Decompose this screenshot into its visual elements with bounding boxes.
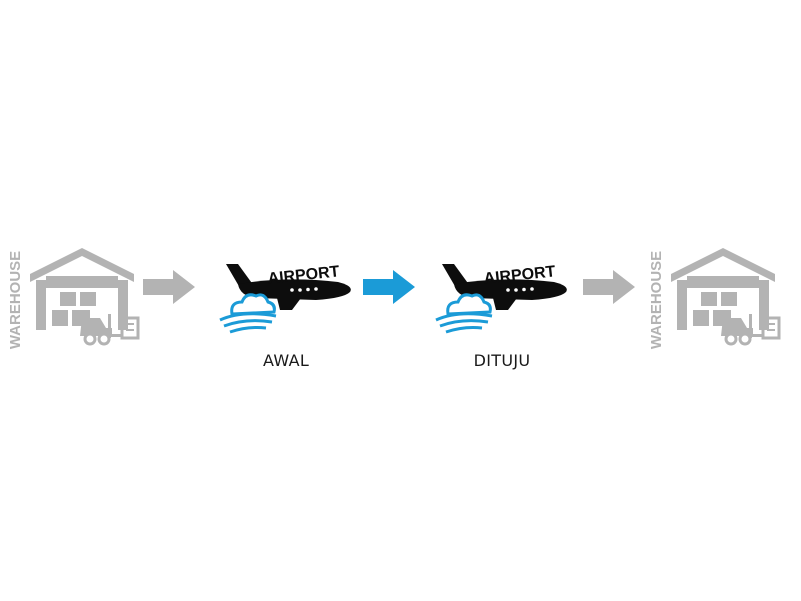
warehouse-origin-text: WAREHOUSE (7, 251, 24, 349)
airplane-icon: AIRPORT (218, 262, 353, 334)
arrow-right-icon (583, 270, 635, 304)
warehouse-destination: WAREHOUSE (641, 240, 791, 350)
destination-label: DITUJU (473, 351, 531, 370)
origin-label: AWAL (262, 351, 310, 370)
airplane-icon: AIRPORT (434, 262, 569, 334)
airport-destination: AIRPORT (428, 258, 578, 338)
arrow-right-icon (143, 270, 195, 304)
warehouse-origin: WAREHOUSE (0, 240, 150, 350)
arrow-right-icon (363, 270, 415, 304)
warehouse-destination-text: WAREHOUSE (648, 251, 665, 349)
warehouse-icon: WAREHOUSE (7, 246, 140, 349)
airport-origin: AIRPORT (212, 258, 362, 338)
warehouse-icon: WAREHOUSE (648, 246, 781, 349)
